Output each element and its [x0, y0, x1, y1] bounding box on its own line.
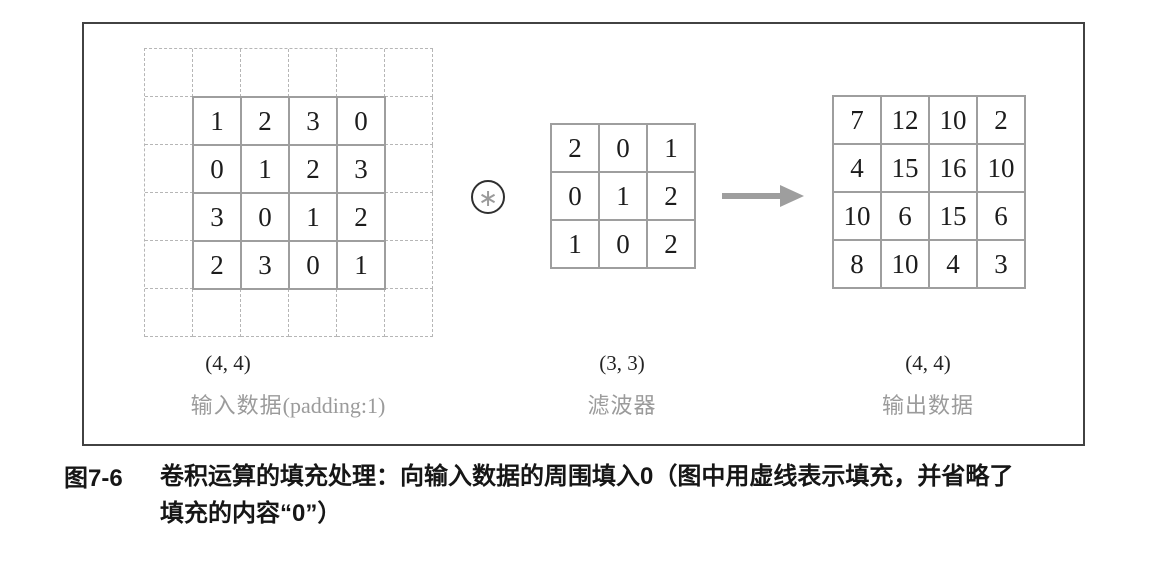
grid-cell: 0: [290, 242, 336, 288]
grid-cell: 3: [978, 241, 1024, 287]
grid-cell: 0: [600, 125, 646, 171]
grid-cell: 7: [834, 97, 880, 143]
padding-cell: [289, 289, 337, 337]
padding-cell: [145, 97, 193, 145]
padding-cell: [193, 49, 241, 97]
padding-cell: [385, 289, 433, 337]
output-label: 输出数据: [881, 393, 974, 418]
grid-cell: 1: [552, 221, 598, 267]
grid-cell: 10: [834, 193, 880, 239]
filter-shape-label: (3, 3): [599, 351, 645, 375]
grid-cell: 2: [648, 173, 694, 219]
grid-cell: 1: [338, 242, 384, 288]
grid-cell: 10: [930, 97, 976, 143]
grid-cell: 2: [242, 98, 288, 144]
grid-cell: 10: [978, 145, 1024, 191]
grid-cell: 3: [194, 194, 240, 240]
input-shape-label: (4, 4): [205, 351, 251, 375]
filter-label: 滤波器: [587, 393, 657, 418]
padding-cell: [337, 289, 385, 337]
grid-cell: 2: [194, 242, 240, 288]
padding-cell: [385, 49, 433, 97]
padding-cell: [289, 49, 337, 97]
padding-cell: [385, 97, 433, 145]
grid-cell: 0: [552, 173, 598, 219]
grid-cell: 1: [242, 146, 288, 192]
padding-cell: [145, 49, 193, 97]
grid-cell: 3: [242, 242, 288, 288]
grid-cell: 2: [290, 146, 336, 192]
grid-cell: 2: [978, 97, 1024, 143]
grid-cell: 2: [648, 221, 694, 267]
grid-cell: 2: [552, 125, 598, 171]
grid-cell: 15: [930, 193, 976, 239]
grid-cell: 3: [338, 146, 384, 192]
input-label-text: 输入数据: [190, 393, 283, 418]
grid-cell: 15: [882, 145, 928, 191]
grid-cell: 6: [978, 193, 1024, 239]
grid-cell: 10: [882, 241, 928, 287]
figure-caption: 图7-6 卷积运算的填充处理：向输入数据的周围填入0（图中用虚线表示填充，并省略…: [64, 458, 1104, 532]
padding-cell: [145, 289, 193, 337]
grid-cell: 0: [338, 98, 384, 144]
grid-cell: 4: [930, 241, 976, 287]
asterisk-icon: ∗: [477, 184, 499, 212]
grid-cell: 6: [882, 193, 928, 239]
grid-cell: 3: [290, 98, 336, 144]
arrow-right-icon: [722, 184, 806, 208]
grid-cell: 0: [194, 146, 240, 192]
input-label-padding-suffix: (padding:1): [282, 393, 386, 418]
caption-line-1: 卷积运算的填充处理：向输入数据的周围填入0（图中用虚线表示填充，并省略了: [160, 463, 1014, 490]
padding-cell: [337, 49, 385, 97]
arrow-shaft: [722, 193, 782, 199]
padding-cell: [193, 289, 241, 337]
padding-cell: [145, 193, 193, 241]
grid-cell: 1: [194, 98, 240, 144]
grid-cell: 1: [290, 194, 336, 240]
caption-line-2: 填充的内容“0”）: [160, 500, 342, 527]
padding-cell: [385, 145, 433, 193]
padding-cell: [385, 241, 433, 289]
grid-cell: 4: [834, 145, 880, 191]
arrow-head: [780, 185, 804, 207]
padding-cell: [145, 241, 193, 289]
caption-text: 卷积运算的填充处理：向输入数据的周围填入0（图中用虚线表示填充，并省略了 填充的…: [160, 458, 1013, 532]
input-label: 输入数据(padding:1): [128, 388, 448, 420]
grid-cell: 0: [600, 221, 646, 267]
padding-cell: [145, 145, 193, 193]
grid-cell: 16: [930, 145, 976, 191]
grid-cell: 1: [600, 173, 646, 219]
output-shape-label: (4, 4): [905, 351, 951, 375]
figure-number: 图7-6: [64, 465, 123, 492]
grid-cell: 1: [648, 125, 694, 171]
padding-cell: [385, 193, 433, 241]
grid-cell: 8: [834, 241, 880, 287]
grid-cell: 0: [242, 194, 288, 240]
convolution-operator-icon: ∗: [471, 180, 505, 214]
grid-cell: 2: [338, 194, 384, 240]
padding-cell: [241, 49, 289, 97]
padding-cell: [241, 289, 289, 337]
grid-cell: 12: [882, 97, 928, 143]
